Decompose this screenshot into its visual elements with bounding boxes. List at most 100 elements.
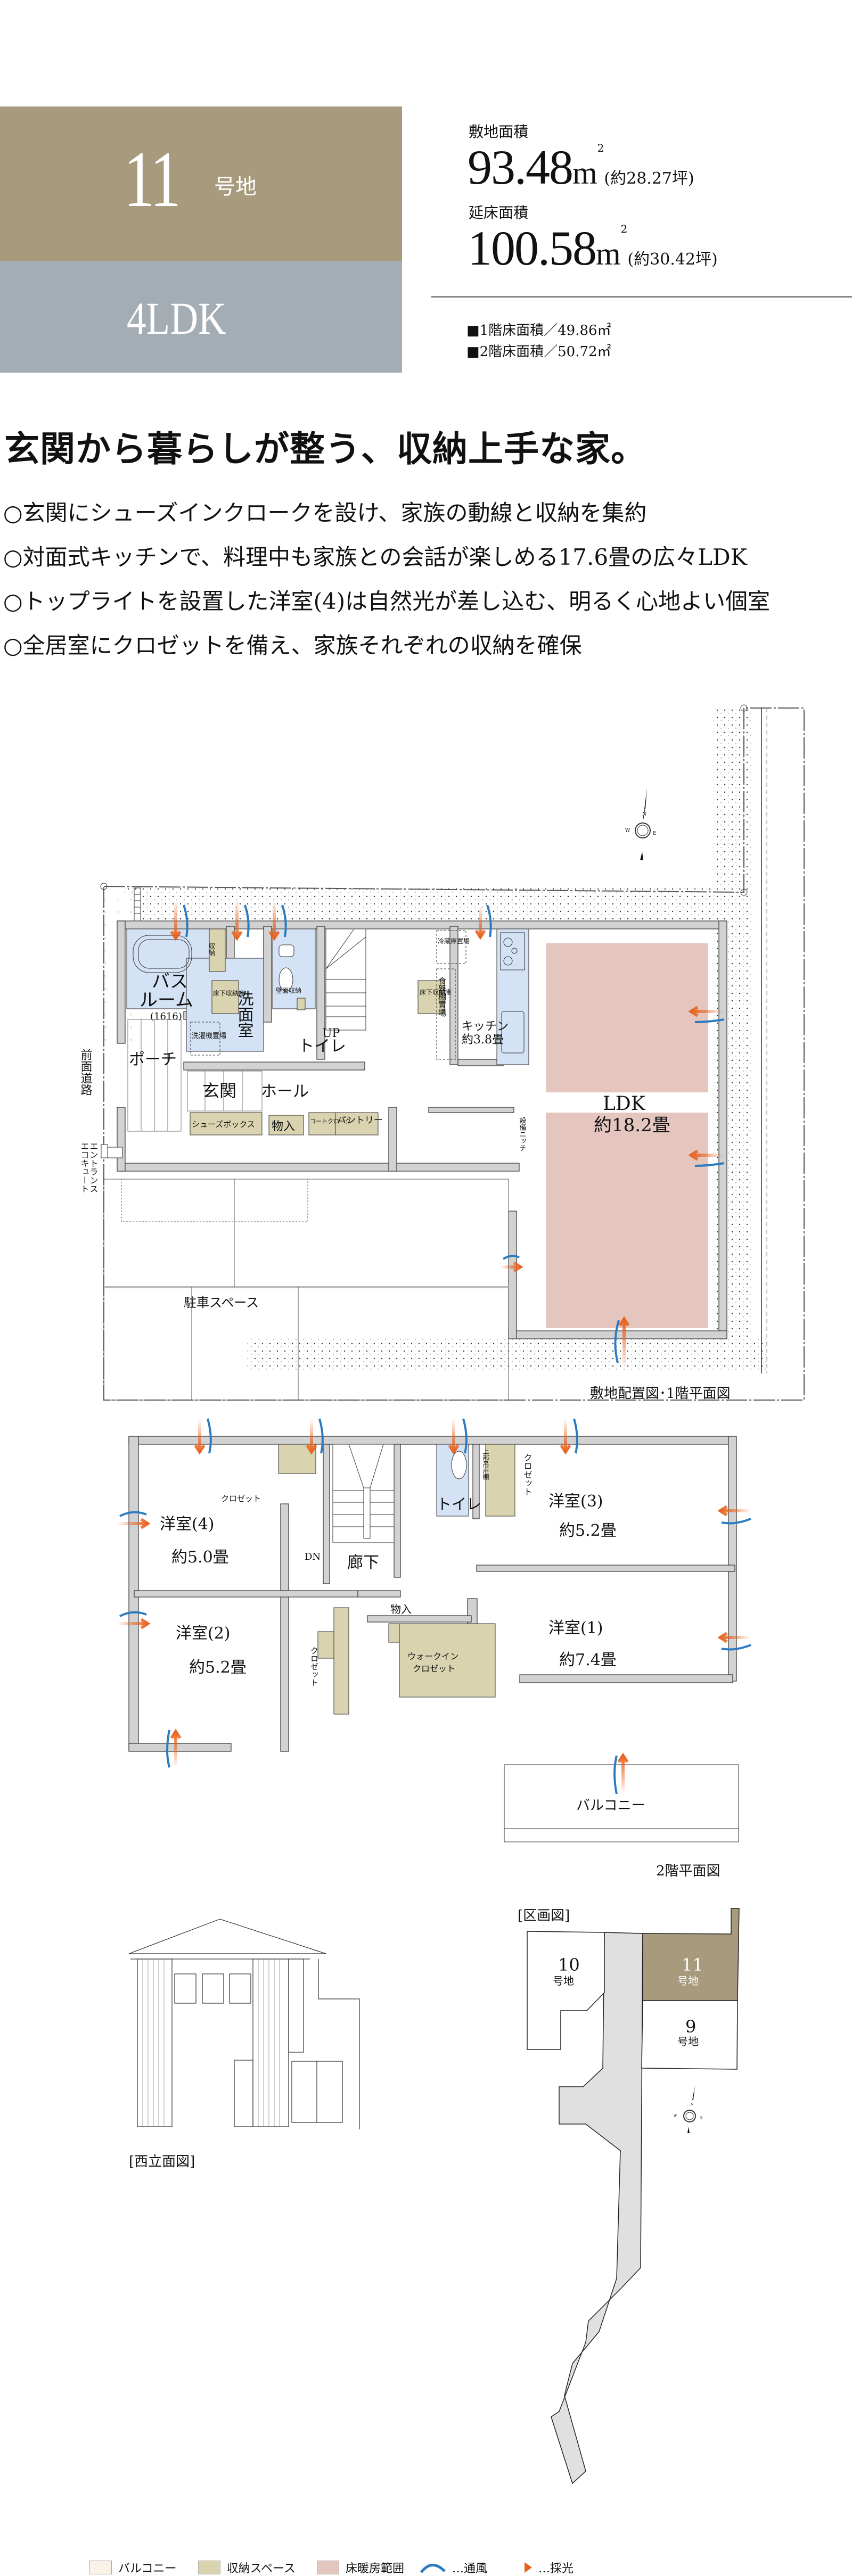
floor-area-value: 100.58: [468, 221, 597, 275]
bathtub-inner: [138, 939, 190, 969]
light-arrows-2f: [117, 1419, 751, 1794]
room-label-kitchen: キッチン: [462, 1020, 509, 1033]
room-label-bath2: ルーム: [140, 990, 193, 1011]
feature-item: ○対面式キッチンで、料理中も家族との会話が楽しめる17.6畳の広々LDK: [3, 544, 748, 570]
room4-size: 約5.0畳: [171, 1548, 229, 1567]
svg-text:W: W: [674, 2114, 677, 2118]
coat-closet-label: コートクローク: [310, 1118, 351, 1125]
gravel-strip-north: [122, 888, 730, 921]
wic-label: ウォークイン: [407, 1651, 458, 1661]
washer-space: [190, 1022, 220, 1056]
legend-swatch-balcony: [89, 2561, 112, 2574]
svg-text:N: N: [691, 2103, 693, 2106]
wind-arrows-2f: [119, 1418, 751, 1795]
stair-down-label: DN: [305, 1551, 321, 1562]
floor-area-sup: 2: [620, 223, 628, 235]
compass-icon: N W E: [625, 788, 657, 860]
balcony-label: バルコニー: [576, 1798, 645, 1814]
legend-swatch-floor-heating: [316, 2561, 339, 2574]
feature-item: ○玄関にシューズインクロークを設け、家族の動線と収納を集約: [3, 500, 647, 526]
porch-tiles: [127, 1019, 263, 1132]
room-label-corridor: 廊下: [347, 1553, 379, 1572]
floor-area-label: 延床面積: [469, 204, 529, 221]
dish-shelf-space: [436, 968, 456, 1060]
legend-label: 収納スペース: [226, 2562, 296, 2575]
underfloor2-label: 床下収納庫: [420, 989, 452, 996]
lot-11-suffix: 号地: [677, 1974, 699, 1987]
lot-number: 11: [124, 135, 181, 224]
lot-10-suffix: 号地: [553, 1974, 574, 1987]
feature-item: ○全居室にクロゼットを備え、家族それぞれの収納を確保: [3, 632, 582, 659]
room3-size: 約5.2畳: [559, 1521, 617, 1540]
closet4-label: クロゼット: [221, 1494, 261, 1503]
underfloor-label: 床下収納庫: [213, 990, 245, 997]
legend-swatch-storage: [198, 2561, 220, 2574]
room-label-toilet: トイレ: [298, 1037, 346, 1056]
ldk-size: 約18.2畳: [594, 1115, 670, 1136]
upper-shelf-label: 上部吊戸棚: [482, 1448, 489, 1480]
roof: [128, 1919, 326, 1954]
legend-label: 床暖房範囲: [345, 2562, 404, 2575]
light-arrow-icon: [499, 2562, 532, 2573]
burner: [503, 956, 513, 966]
second-floor-walls: [128, 1436, 737, 1752]
boundary-marker: [100, 883, 108, 890]
room-label-room2: 洋室(2): [176, 1624, 231, 1643]
kitchen-sink: [501, 1011, 525, 1054]
layout-type-panel: [0, 261, 402, 373]
window-icon: [229, 1973, 251, 2004]
room1-size: 約7.4畳: [559, 1651, 617, 1669]
dish-shelf-label: 食器棚置場: [437, 977, 447, 1017]
monoire-label-2f: 物入: [390, 1603, 412, 1616]
wind-arrows-1f: [183, 904, 725, 1363]
second-floor-area: ■2階床面積／50.72㎡: [466, 344, 611, 360]
stats-divider: [431, 296, 852, 298]
shoebox-label: シューズボックス: [192, 1120, 255, 1129]
legend-label: …採光: [538, 2562, 574, 2575]
site-area: 93.48m2(約28.27坪): [468, 140, 694, 194]
layout-type: 4LDK: [127, 293, 226, 344]
room-label-room4: 洋室(4): [160, 1515, 215, 1534]
svg-text:N: N: [642, 812, 646, 817]
legend-label: …通風: [452, 2562, 487, 2575]
closet3-label: クロゼット: [522, 1453, 532, 1496]
floor1-caption: 敷地配置図･1階平面図: [590, 1386, 731, 1402]
lot-9: [641, 2000, 738, 2070]
floor-area-tsubo: (約30.42坪): [627, 250, 718, 269]
parking-label: 駐車スペース: [184, 1295, 259, 1310]
parking-area: [103, 1179, 509, 1401]
elevation-caption: [西立面図]: [129, 2154, 195, 2170]
lot-9-number: 9: [685, 2017, 696, 2037]
headline: 玄関から暮らしが整う、収納上手な家。: [4, 428, 646, 470]
floor-heating-area: [546, 943, 708, 1092]
boundary-marker: [740, 888, 748, 896]
floor-area-unit: m: [596, 236, 621, 271]
room-label-room1: 洋室(1): [548, 1619, 603, 1637]
storage-label: 収納: [207, 942, 216, 957]
svg-text:E: E: [653, 831, 657, 836]
site-area-label: 敷地面積: [469, 123, 529, 141]
lot-suffix: 号地: [214, 175, 257, 199]
toilet-tank: [278, 944, 294, 957]
site-area-value: 93.48: [468, 140, 574, 194]
wet-areas: [126, 928, 316, 1052]
first-floor-plan: v: [79, 704, 805, 1401]
svg-text:W: W: [625, 828, 630, 834]
room-label-toilet-2f: トイレ: [437, 1495, 481, 1513]
washer-label: 洗濯機置場: [192, 1032, 226, 1040]
hatch-panel: [288, 1958, 304, 2053]
lot-map-caption: [区画図]: [518, 1908, 570, 1924]
staircase: [325, 928, 366, 1031]
ecocute-unit: [101, 1144, 123, 1158]
feature-item: ○トップライトを設置した洋室(4)は自然光が差し込む、明るく心地よい個室: [3, 588, 771, 614]
kitchen-counter: [496, 928, 529, 1065]
storage-areas-1f: [190, 928, 445, 1135]
boundary-marker: [740, 704, 748, 712]
floor2-caption: 2階平面図: [656, 1863, 720, 1879]
fridge-space: [436, 930, 466, 964]
siding-lines: [142, 1959, 280, 2127]
room-label-genkan: 玄関: [202, 1081, 236, 1101]
road-label: 前面道路: [79, 1049, 93, 1096]
legend-label: バルコニー: [118, 2562, 177, 2575]
lot-9-suffix: 号地: [677, 2035, 699, 2048]
